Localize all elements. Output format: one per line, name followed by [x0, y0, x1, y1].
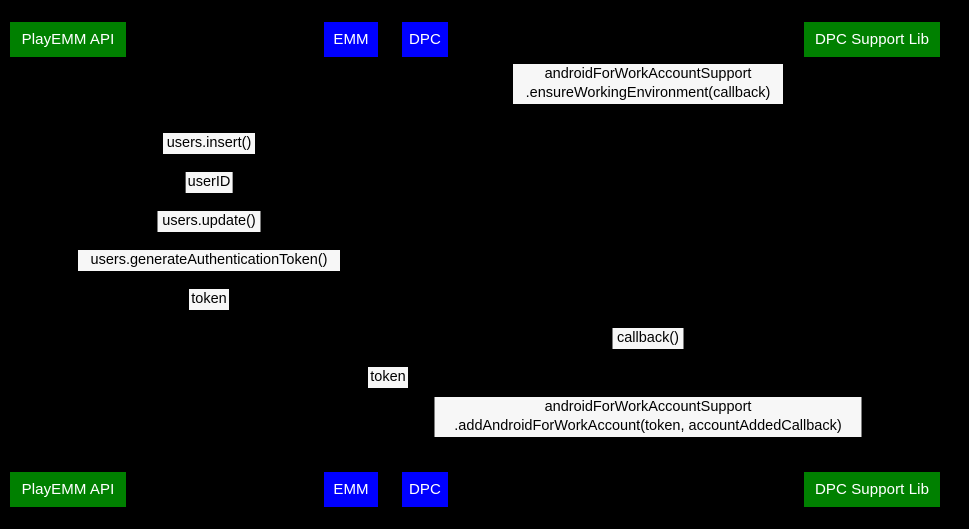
- message-label-token-to-dpc: token: [368, 367, 408, 388]
- message-label-users-update: users.update(): [157, 211, 261, 232]
- participant-dpc-support-lib-header[interactable]: DPC Support Lib: [804, 22, 940, 57]
- message-label-user-id: userID: [185, 172, 233, 193]
- participant-label: DPC: [409, 31, 441, 48]
- participant-playemm-api-footer[interactable]: PlayEMM API: [10, 472, 126, 507]
- participant-emm-footer[interactable]: EMM: [324, 472, 378, 507]
- message-label-ensure-working-environment: androidForWorkAccountSupport .ensureWork…: [513, 64, 783, 104]
- participant-label: DPC Support Lib: [814, 31, 930, 48]
- participant-dpc-header[interactable]: DPC: [402, 22, 448, 57]
- participant-emm-header[interactable]: EMM: [324, 22, 378, 57]
- message-label-callback: callback(): [612, 328, 684, 349]
- message-label-add-android-for-work-account: androidForWorkAccountSupport .addAndroid…: [434, 397, 862, 437]
- participant-label: PlayEMM API: [21, 481, 115, 498]
- message-label-token-to-emm: token: [189, 289, 229, 310]
- message-label-users-generate-authentication-token: users.generateAuthenticationToken(): [78, 250, 340, 271]
- participant-dpc-footer[interactable]: DPC: [402, 472, 448, 507]
- participant-label: EMM: [333, 481, 369, 498]
- participant-label: DPC: [409, 481, 441, 498]
- message-label-users-insert: users.insert(): [163, 133, 255, 154]
- participant-label: PlayEMM API: [21, 31, 115, 48]
- participant-playemm-api-header[interactable]: PlayEMM API: [10, 22, 126, 57]
- participant-dpc-support-lib-footer[interactable]: DPC Support Lib: [804, 472, 940, 507]
- participant-label: DPC Support Lib: [814, 481, 930, 498]
- participant-label: EMM: [333, 31, 369, 48]
